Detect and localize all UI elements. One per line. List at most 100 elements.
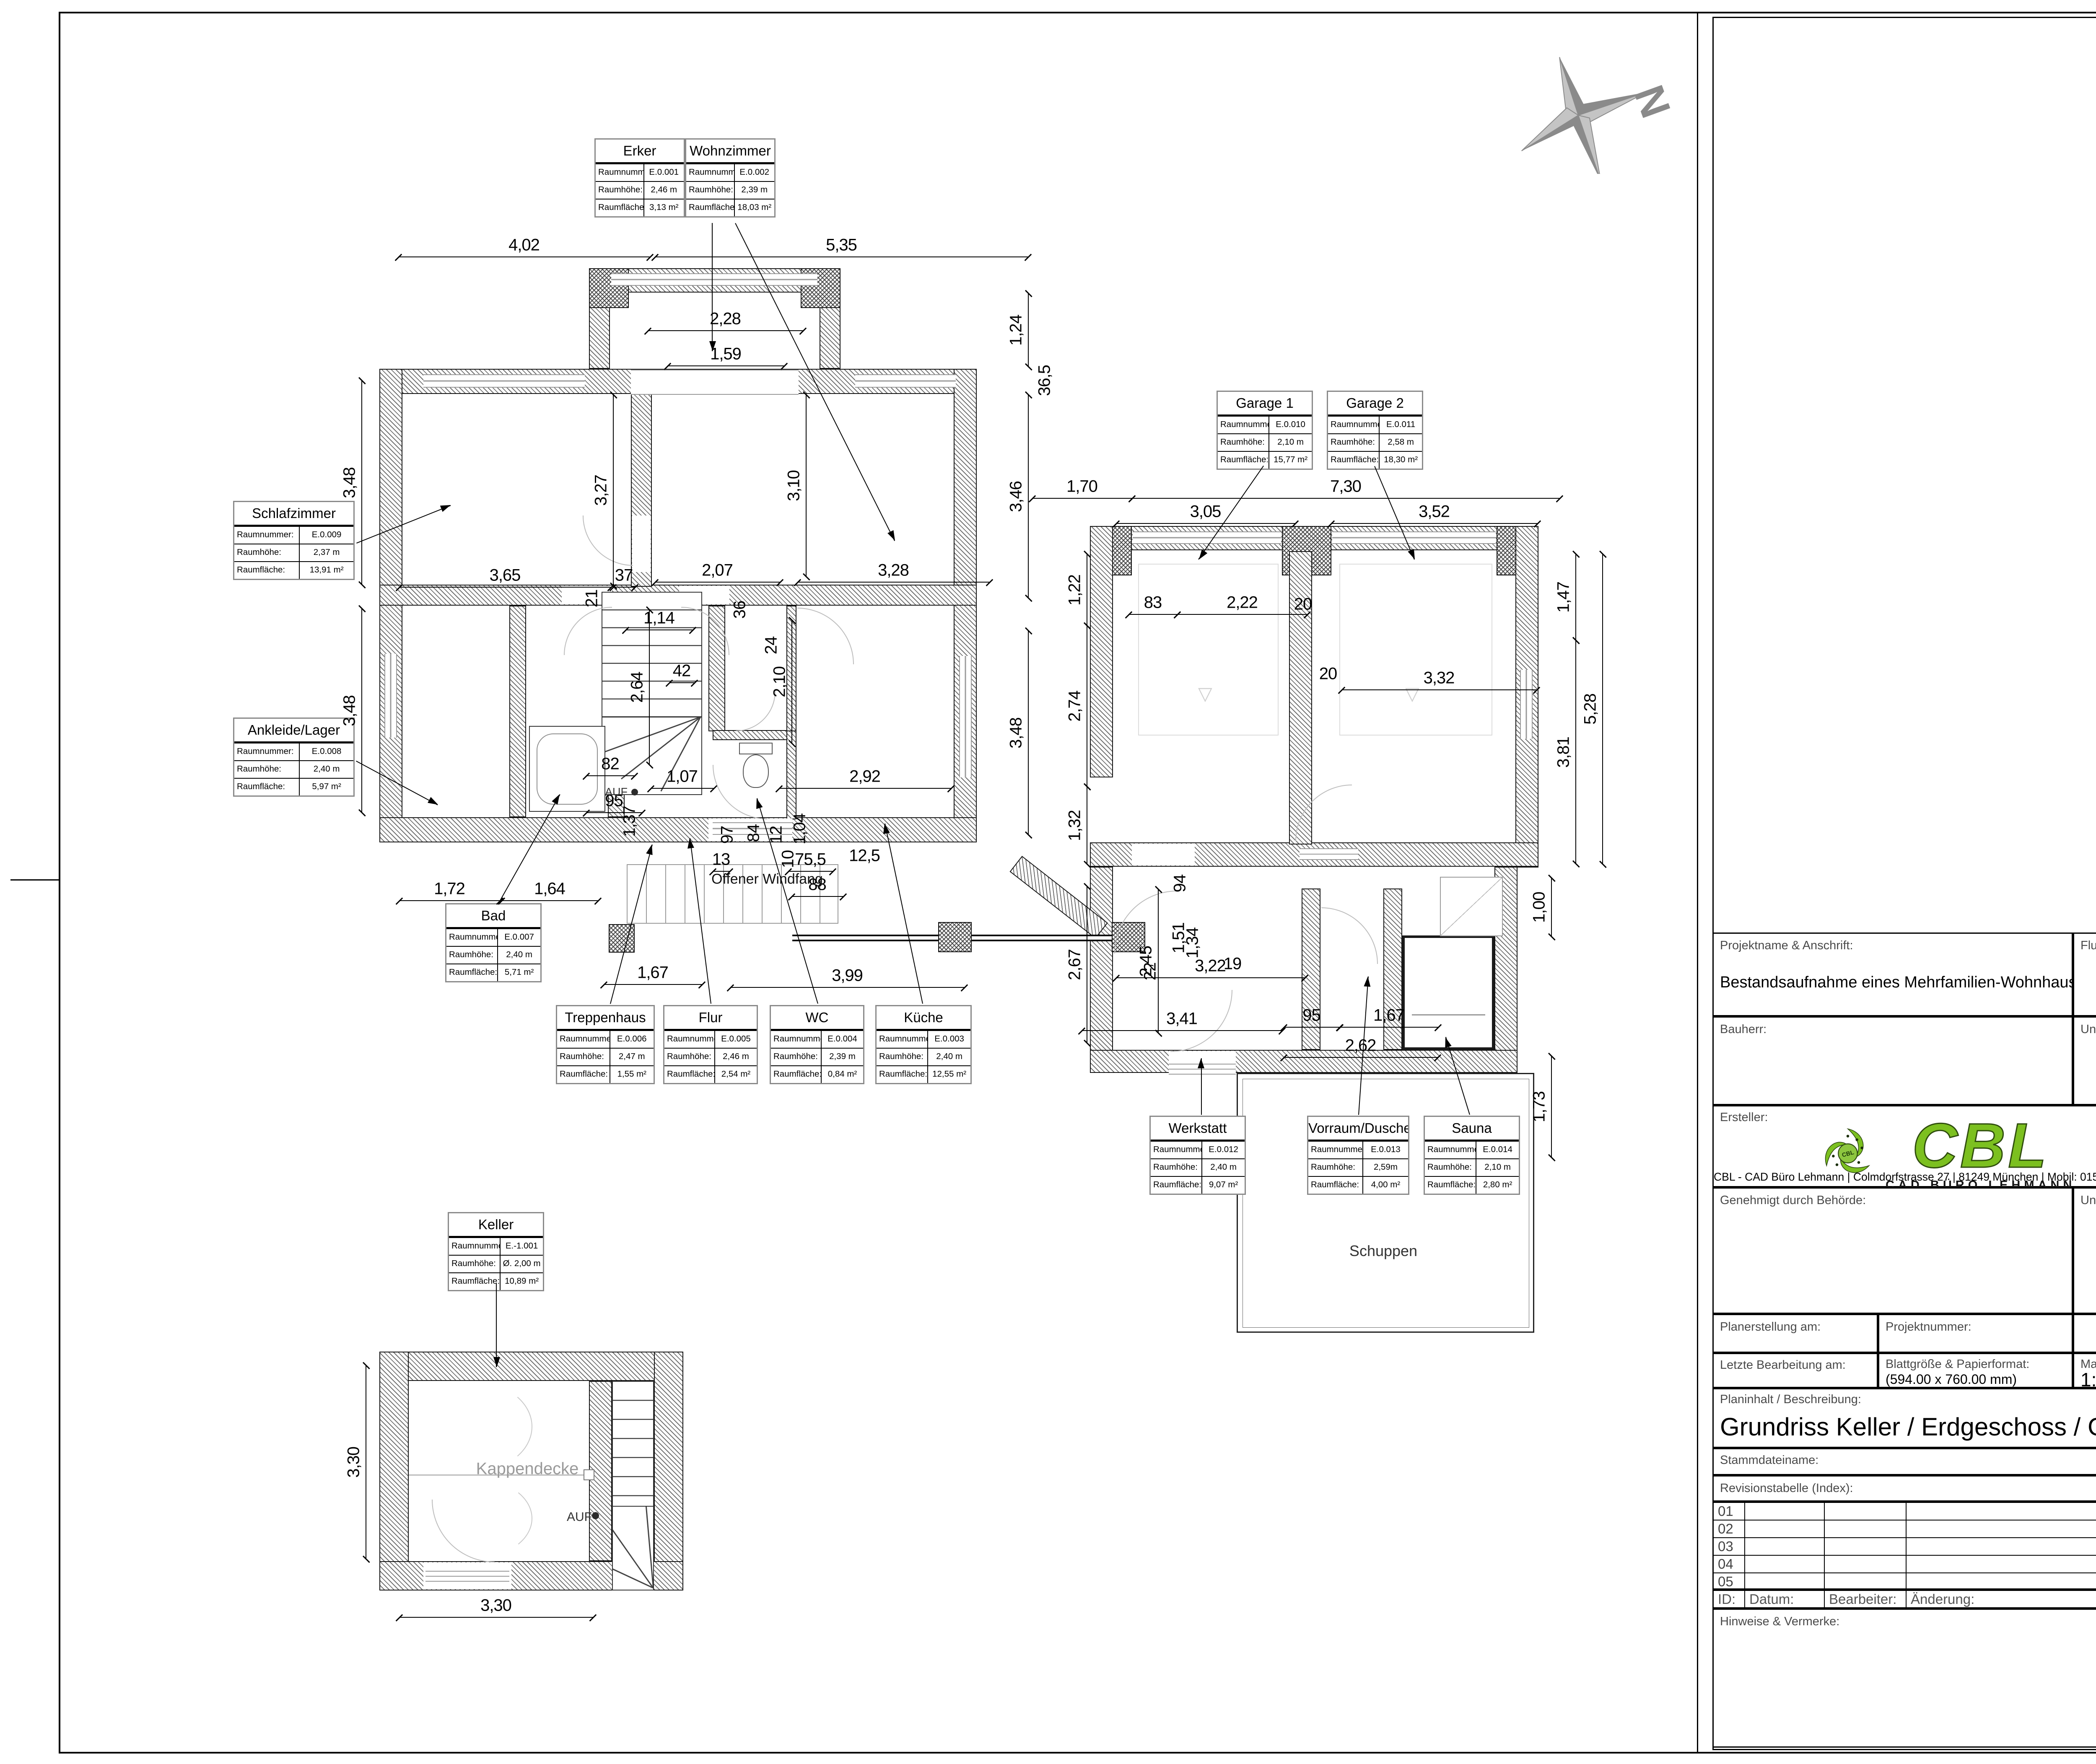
dimension-text: 2,92 — [849, 767, 881, 786]
room-info-table: Schlafzimmer Raumnummer:E.0.009 Raumhöhe… — [233, 501, 355, 580]
porch-steps — [627, 864, 838, 924]
dimension-text: 5,35 — [826, 236, 857, 254]
dimension-line — [667, 365, 784, 366]
room-name: Garage 1 — [1218, 392, 1312, 416]
dimension-text: 3,32 — [1423, 668, 1455, 687]
unterschrift-box: Unterschrift / Stempel: — [2073, 1016, 2096, 1105]
raumnummer-label: Raumnummer: — [1328, 417, 1380, 433]
dimension-line — [604, 984, 702, 985]
revision-row: 01 — [1714, 1503, 2096, 1521]
raumflaeche-value: 3,13 m² — [649, 202, 679, 212]
dimension-text: 19 — [1223, 954, 1242, 973]
dimension-line — [586, 775, 634, 776]
raumflaeche-value: 2,80 m² — [1483, 1180, 1512, 1189]
raumnummer-label: Raumnummer: — [596, 164, 644, 181]
wall — [379, 817, 977, 842]
raumnummer-label: Raumnummer: — [234, 743, 300, 760]
raumflaeche-label: Raumfläche: — [1151, 1177, 1203, 1194]
toilet-tank — [739, 743, 773, 754]
raumnummer-label: Raumnummer: — [557, 1031, 610, 1048]
kappendecke-line — [409, 1474, 589, 1476]
revision-datum-cell — [1745, 1538, 1825, 1555]
dimension-line — [399, 1617, 593, 1618]
dimension-text: 2,67 — [1065, 949, 1084, 980]
dimension-text: 20 — [1294, 595, 1312, 614]
unterschrift2-box: Unterschrift / Stempel: — [2073, 1187, 2096, 1314]
raumhoehe-value: 2,40 m — [313, 764, 340, 774]
bauherr-label: Bauherr: — [1720, 1023, 1767, 1036]
raumnummer-label: Raumnummer: — [686, 164, 735, 181]
shower-tray — [1440, 877, 1503, 936]
raumhoehe-label: Raumhöhe: — [1425, 1159, 1477, 1176]
dimension-line — [1551, 878, 1552, 937]
wall — [379, 369, 402, 842]
raumhoehe-label: Raumhöhe: — [771, 1049, 822, 1065]
raumflaeche-label: Raumfläche: — [557, 1066, 610, 1083]
raumnummer-value: E.0.008 — [311, 746, 342, 756]
wall-post — [609, 924, 635, 953]
auf-marker-dot — [631, 789, 638, 795]
keller-stairs-winder — [612, 1507, 654, 1590]
dimension-line — [613, 395, 614, 586]
stair-line — [645, 1507, 653, 1588]
raumhoehe-label: Raumhöhe: — [664, 1049, 715, 1065]
revision-id: 04 — [1714, 1556, 1745, 1572]
hinweise-box: Hinweise & Vermerke: — [1712, 1609, 2096, 1748]
room-info-table: Wohnzimmer Raumnummer:E.0.002 Raumhöhe:2… — [685, 138, 776, 218]
ersteller-label: Ersteller: — [1720, 1111, 1768, 1124]
dimension-text: 13 — [712, 850, 730, 869]
room-info-table: Küche Raumnummer:E.0.003 Raumhöhe:2,40 m… — [875, 1005, 972, 1084]
wall — [654, 1352, 683, 1590]
raumnummer-label: Raumnummer: — [234, 527, 300, 544]
dimension-text: 3,10 — [784, 470, 803, 501]
dimension-text: 42 — [672, 661, 691, 680]
raumflaeche-value: 9,07 m² — [1209, 1180, 1238, 1189]
room-name: Flur — [664, 1006, 757, 1030]
revision-row: 05 — [1714, 1573, 2096, 1591]
raumhoehe-value: 2,46 m — [651, 185, 677, 194]
room-info-table: Flur Raumnummer:E.0.005 Raumhöhe:2,46 m … — [663, 1005, 758, 1084]
dimension-text: 3,99 — [832, 966, 863, 985]
dimension-text: 1,67 — [1373, 1006, 1405, 1025]
projektname-box: Projektname & Anschrift: Bestandsaufnahm… — [1712, 933, 2096, 1016]
raumflaeche-label: Raumfläche: — [877, 1066, 929, 1083]
raumflaeche-value: 5,71 m² — [504, 967, 534, 977]
raumnummer-value: E.0.013 — [1371, 1145, 1401, 1154]
door-opening — [632, 515, 651, 572]
raumhoehe-value: 2,39 m — [741, 185, 768, 194]
planinhalt-box: Planinhalt / Beschreibung: Grundriss Kel… — [1712, 1388, 2096, 1448]
dimension-text: 95 — [605, 791, 623, 810]
projektnummer-label: Projektnummer: — [1886, 1320, 1971, 1334]
raumhoehe-value: 2,58 m — [1388, 437, 1414, 447]
dimension-line — [1132, 498, 1559, 499]
dimension-text: 2,64 — [628, 672, 646, 703]
empty-box — [2073, 1314, 2096, 1353]
room-name: Treppenhaus — [557, 1006, 654, 1030]
parking-symbol: ▽ — [1405, 684, 1419, 704]
wall-post — [938, 922, 972, 952]
dimension-line — [669, 682, 694, 683]
dimension-text: 3,28 — [878, 561, 909, 580]
wall — [1289, 551, 1312, 844]
dimension-text: 10 — [778, 850, 797, 868]
dimension-text: 2,74 — [1065, 691, 1084, 722]
dimension-text: 1,64 — [534, 879, 566, 898]
room-name: Erker — [596, 140, 684, 163]
titleblock-frame — [1712, 17, 2096, 1750]
dimension-text: 1,72 — [434, 879, 465, 898]
raumflaeche-label: Raumfläche: — [596, 199, 644, 216]
dimension-line — [1551, 1056, 1552, 1158]
room-name: Garage 2 — [1328, 392, 1422, 416]
dimension-line — [1284, 1027, 1339, 1028]
raumhoehe-label: Raumhöhe: — [877, 1049, 929, 1065]
dimension-line — [586, 812, 642, 813]
svg-text:CBL: CBL — [1841, 1148, 1855, 1158]
raumhoehe-value: 2,10 m — [1277, 437, 1304, 447]
dimension-text: 36 — [730, 601, 749, 619]
sauna-cabin — [1402, 935, 1494, 1050]
dimension-text: 2,22 — [1227, 593, 1258, 612]
blattgroesse-value: (594.00 x 760.00 mm) — [1886, 1372, 2017, 1387]
raumflaeche-value: 1,55 m² — [617, 1069, 647, 1079]
dimension-text: 1,14 — [643, 609, 675, 627]
